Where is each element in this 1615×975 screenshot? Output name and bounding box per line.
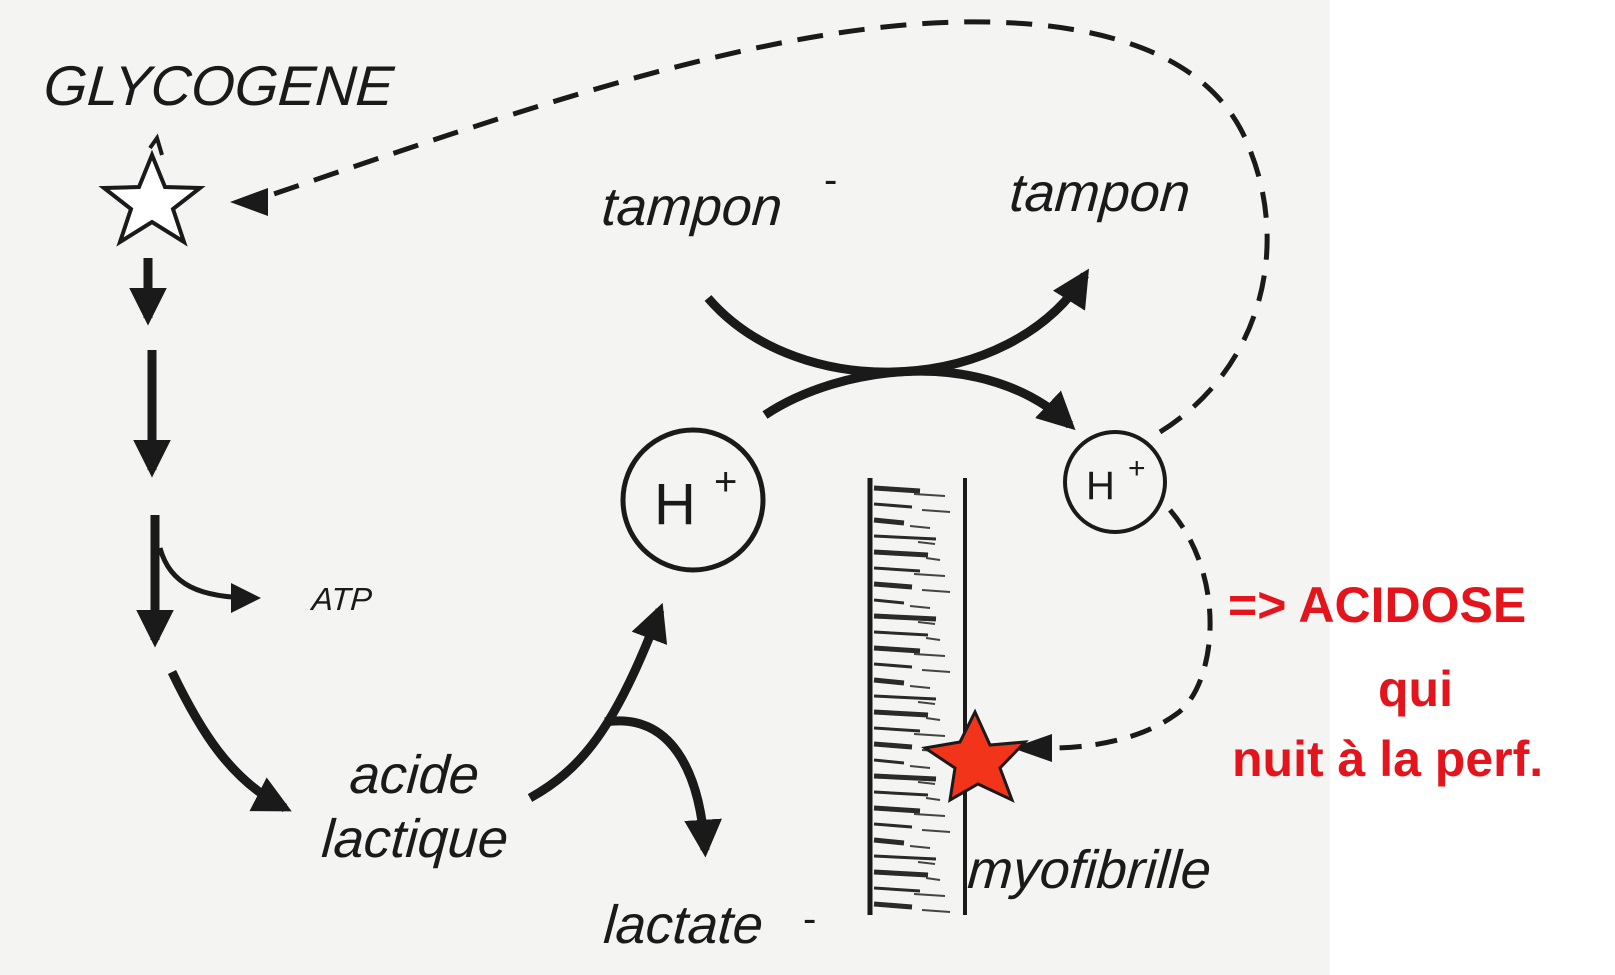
myofibril-hatch-mark (926, 878, 940, 880)
h-ion-circle-right (1065, 432, 1165, 532)
acidosis-star-icon (925, 712, 1025, 800)
myofibril-hatch-mark (874, 824, 912, 827)
h-ion-left-sup: + (714, 462, 737, 502)
myofibril-hatch-mark (910, 766, 930, 768)
myofibril-hatch-mark (910, 526, 930, 528)
myofibril-hatch-mark (874, 744, 912, 747)
myofibril-hatch-mark (922, 670, 950, 672)
myofibril-hatch-mark (914, 494, 945, 496)
myofibril-hatch-mark (914, 814, 945, 816)
acid-to-h-arrow (530, 610, 660, 798)
myofibril-strip (870, 478, 965, 915)
myofibril-hatch-mark (874, 536, 936, 539)
myofibril-hatch-mark (910, 686, 930, 688)
myofibril-hatch-mark (874, 776, 936, 779)
label-acide: acide (348, 748, 481, 802)
myofibril-hatch-mark (874, 792, 928, 795)
myofibril-hatch-mark (914, 734, 945, 736)
atp-branch-arrow (160, 548, 255, 598)
lactate-mark: - (803, 897, 816, 941)
h-ion-left-label: H (654, 476, 696, 534)
tampon-to-tampon-arrow (708, 275, 1085, 372)
myofibril-hatch-mark (874, 520, 904, 523)
myofibril-hatch-mark (926, 638, 940, 640)
tampon-left-mark: - (824, 158, 837, 202)
myofibril-hatch-mark (926, 718, 940, 720)
h-ion-right-label: H (1086, 466, 1115, 506)
myofibril-hatch-mark (874, 808, 920, 811)
myofibril-hatch-mark (918, 702, 935, 704)
myofibril-hatch-mark (874, 728, 920, 731)
myofibril-hatch-mark (910, 846, 930, 848)
myofibril-hatch-mark (874, 600, 904, 603)
myofibril-hatch-mark (922, 510, 950, 512)
acidose-annotation-line2: qui (1378, 664, 1453, 714)
dashed-h-to-star (1050, 510, 1210, 748)
label-tampon-right: tampon (1008, 166, 1192, 220)
label-myofibrille: myofibrille (966, 843, 1213, 897)
myofibril-hatch-mark (914, 574, 945, 576)
myofibril-hatch-mark (874, 888, 920, 891)
h-to-h-arrow (765, 371, 1070, 425)
label-atp: ATP (311, 583, 373, 615)
myofibril-hatch-mark (918, 782, 935, 784)
label-lactate: lactate (602, 898, 765, 952)
myofibril-hatch-mark (874, 584, 912, 587)
myofibril-hatch-mark (926, 798, 940, 800)
feedback-arrowhead (230, 188, 268, 216)
acid-to-lactate-arrow (605, 721, 705, 850)
myofibril-hatch-mark (874, 552, 928, 555)
myofibril-hatch-mark (874, 680, 904, 683)
myofibril-hatch-mark (918, 862, 935, 864)
myofibril-hatch-mark (874, 712, 928, 715)
myofibril-hatch-mark (874, 488, 920, 491)
acidose-annotation-line3: nuit à la perf. (1232, 734, 1543, 784)
myofibril-hatch-mark (874, 664, 912, 667)
myofibril-hatch-mark (926, 558, 940, 560)
myofibril-hatch-mark (874, 856, 936, 859)
glycolysis-arrow-4 (172, 672, 285, 808)
myofibril-hatch-mark (874, 840, 904, 843)
myofibril-hatch-mark (910, 606, 930, 608)
myofibril-hatch-mark (874, 504, 912, 507)
myofibril-hatch-mark (874, 648, 920, 651)
myofibril-hatch-mark (874, 568, 920, 571)
myofibril-hatch-mark (874, 616, 936, 619)
myofibril-hatch-mark (918, 542, 935, 544)
myofibril-hatch-mark (874, 760, 904, 763)
label-tampon-left: tampon (600, 180, 784, 234)
myofibril-hatch-mark (914, 894, 945, 896)
label-lactique: lactique (320, 812, 510, 866)
myofibril-hatch-mark (922, 590, 950, 592)
myofibril-hatch-mark (918, 622, 935, 624)
myofibril-hatch-mark (874, 696, 936, 699)
label-glycogene: GLYCOGENE (42, 58, 396, 114)
myofibril-hatch-mark (874, 904, 912, 907)
myofibril-hatch-mark (914, 654, 945, 656)
myofibril-hatch-mark (922, 910, 950, 912)
myofibril-hatch-mark (874, 632, 928, 635)
myofibril-hatch-mark (922, 830, 950, 832)
h-ion-right-sup: + (1128, 454, 1146, 484)
glycogen-star-icon (104, 155, 200, 242)
acidose-annotation-line1: => ACIDOSE (1228, 580, 1526, 630)
myofibril-hatch-mark (874, 872, 928, 875)
